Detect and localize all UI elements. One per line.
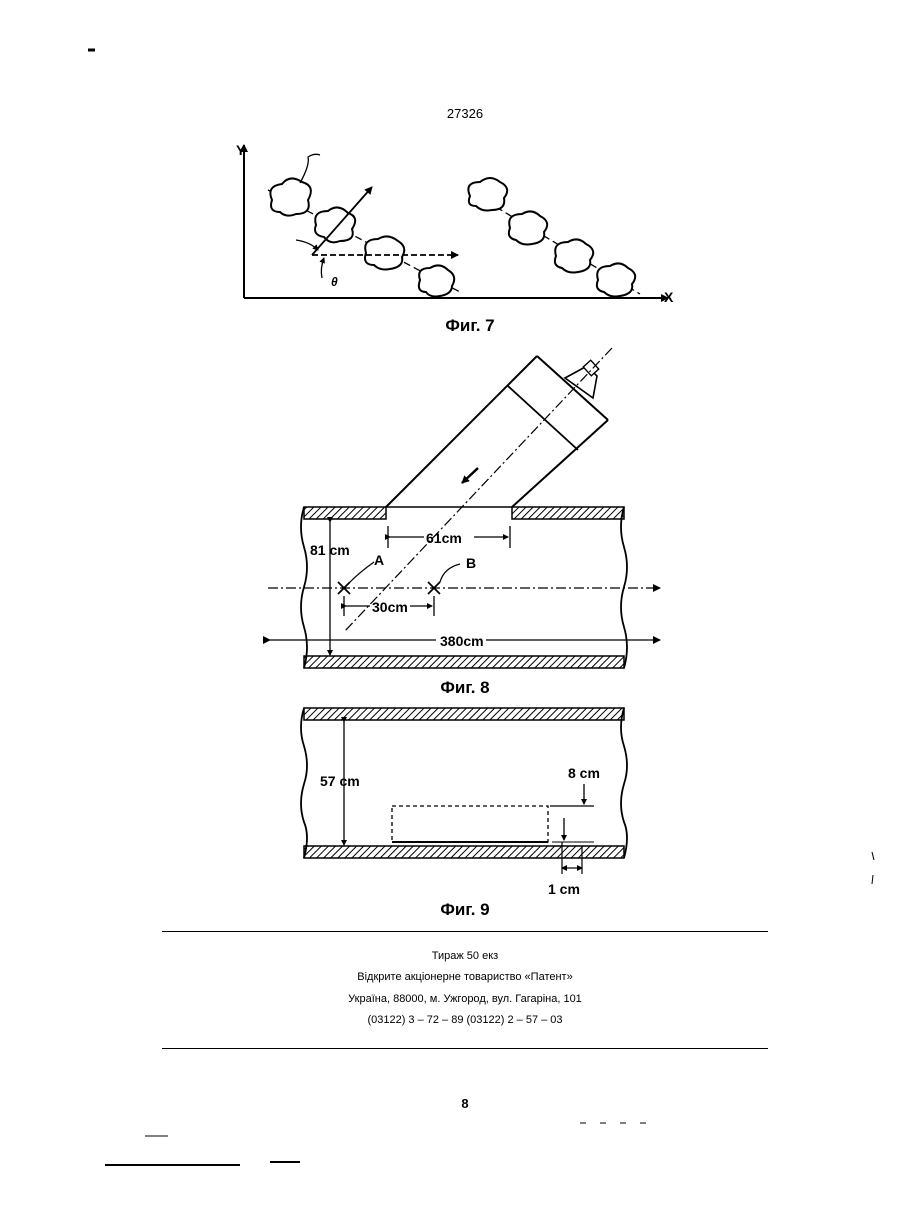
- dim-1cm: 1 cm: [548, 881, 580, 897]
- pipe-bottom-wall: [304, 656, 624, 668]
- point-a-label: A: [374, 552, 384, 568]
- x-axis-label: X: [664, 289, 674, 305]
- point-b-label: B: [466, 555, 476, 571]
- fish-group-2: [468, 178, 635, 297]
- detection-zone: [392, 806, 548, 842]
- pipe9-top-wall: [304, 708, 624, 720]
- dim-8cm: 8 cm: [568, 765, 600, 781]
- footer-address: Україна, 88000, м. Ужгород, вул. Гагарін…: [162, 989, 768, 1011]
- sonar-probe: [386, 356, 608, 507]
- pipe9-bottom-wall: [304, 846, 624, 858]
- footer-publisher: Відкрите акціонерне товариство «Патент»: [162, 967, 768, 989]
- figure-7: Y X θ: [236, 142, 674, 305]
- figure-9: 57 cm 8 cm 1 cm: [301, 708, 627, 897]
- fig7-caption: Фиг. 7: [410, 316, 530, 336]
- dim-61cm: 61cm: [426, 530, 462, 546]
- fig9-caption: Фиг. 9: [405, 900, 525, 920]
- dim-57cm: 57 cm: [320, 773, 360, 789]
- dim-81cm: 81 cm: [310, 542, 350, 558]
- pipe-top-wall-right: [512, 507, 624, 519]
- page-number: 8: [440, 1096, 490, 1111]
- fig8-caption: Фиг. 8: [405, 678, 525, 698]
- footer-phones: (03122) 3 – 72 – 89 (03122) 2 – 57 – 03: [162, 1010, 768, 1032]
- fish-group-1: [270, 178, 454, 296]
- footer-rule-bottom: [162, 1048, 768, 1049]
- y-axis-label: Y: [236, 142, 246, 158]
- footer-rule-top: [162, 931, 768, 932]
- angle-theta-label: θ: [331, 275, 338, 289]
- figure-8: A B 81 cm 61cm 30cm 380cm: [268, 348, 660, 668]
- patent-number: 27326: [0, 106, 900, 121]
- footer-print-run: Тираж 50 екз: [162, 946, 768, 968]
- dim-380cm: 380cm: [440, 633, 484, 649]
- pipe-top-wall-left: [304, 507, 386, 519]
- dim-30cm: 30cm: [372, 599, 408, 615]
